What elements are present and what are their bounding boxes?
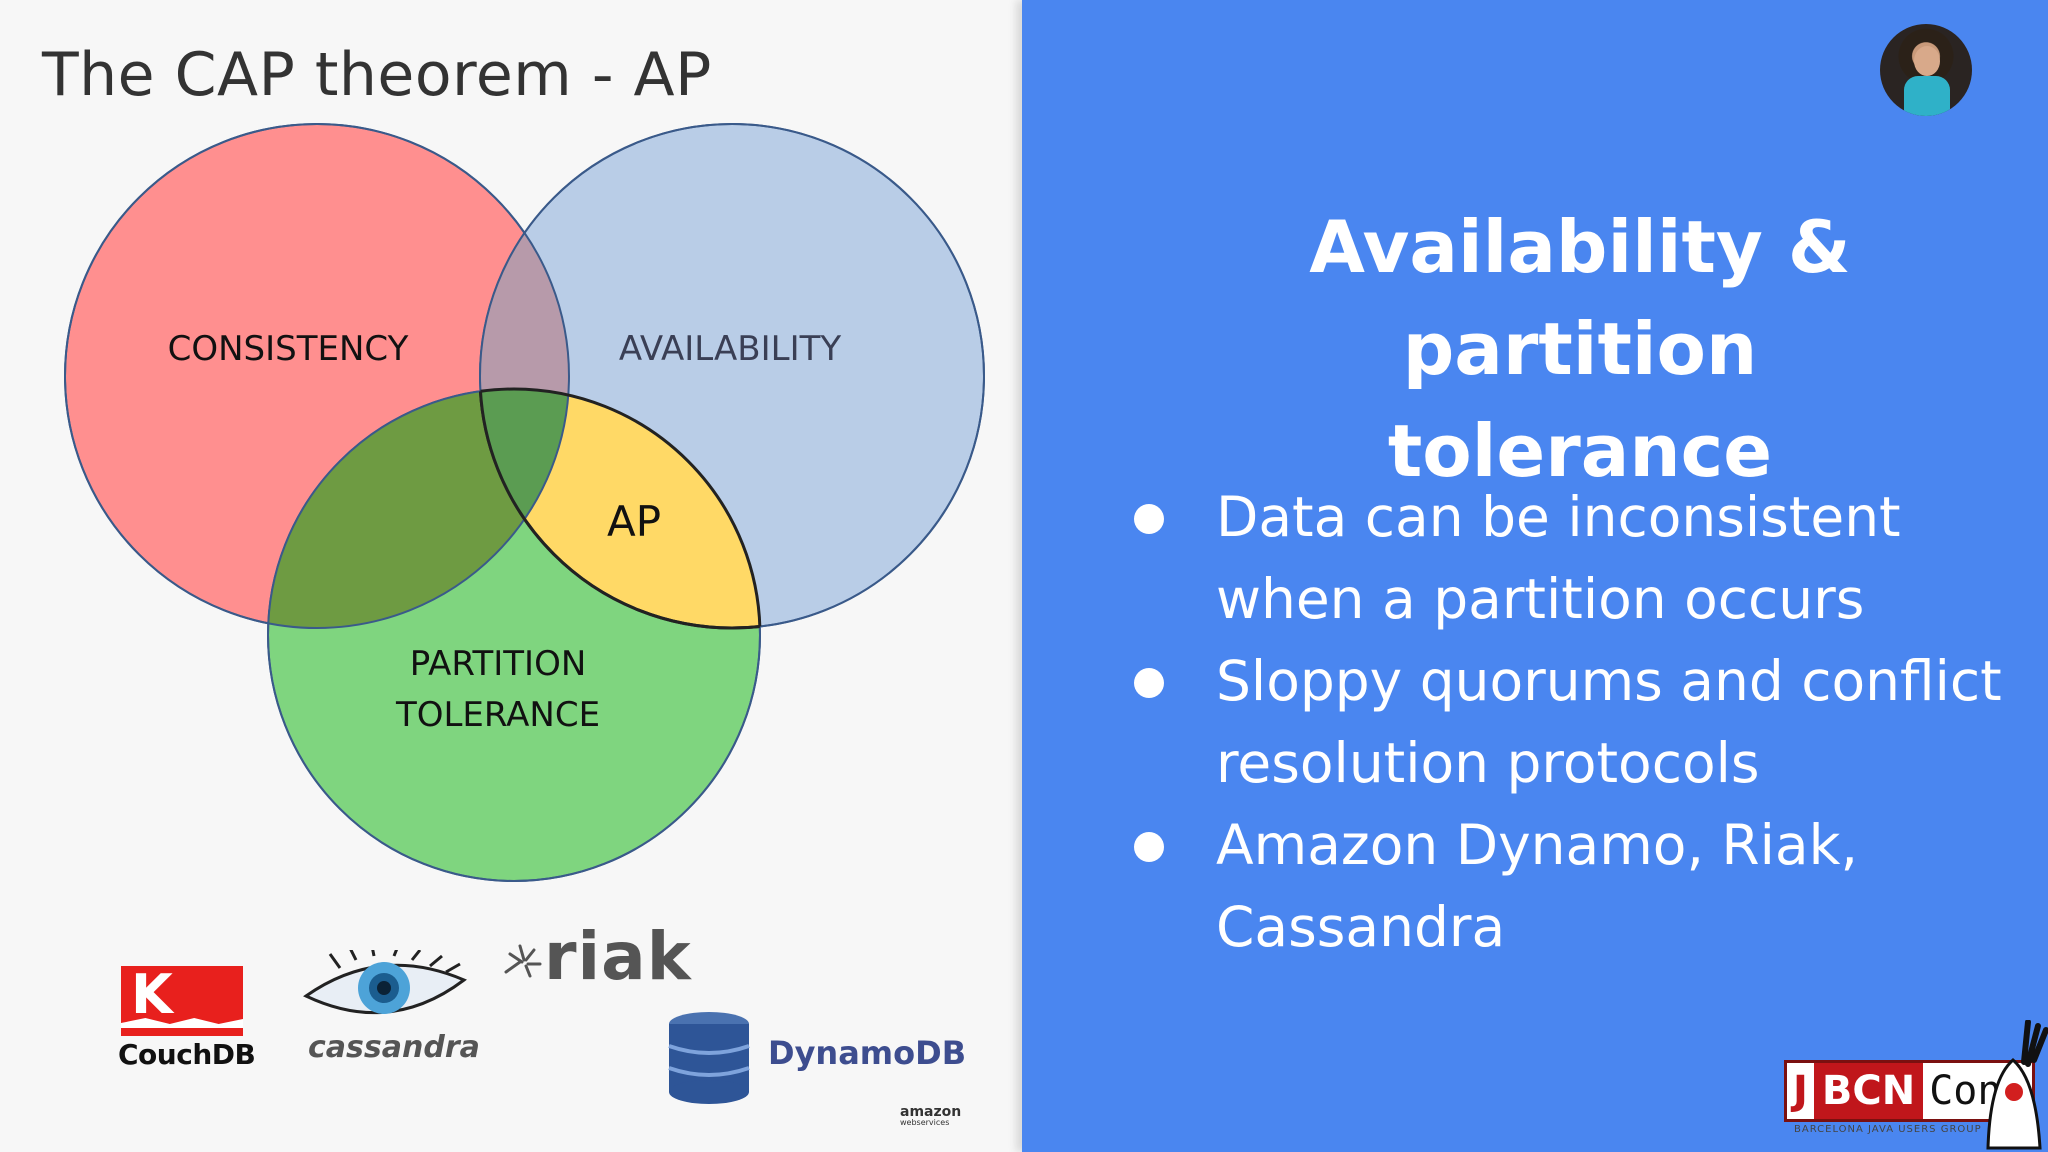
jbcnconf-wordmark: J BCN Conf: [1784, 1060, 2035, 1122]
bullet-text-line1: Amazon Dynamo, Riak,: [1216, 813, 1858, 877]
riak-spark-icon: [504, 944, 542, 978]
jbcn-bcn-label: BCN: [1813, 1063, 1924, 1119]
couchdb-label: CouchDB: [118, 1038, 256, 1071]
dynamodb-database-icon: [668, 1012, 750, 1104]
couchdb-mark-icon: K: [121, 966, 243, 1036]
bullet-item: Amazon Dynamo, Riak, Cassandra: [1122, 804, 2042, 968]
amazon-webservices-logo: amazon webservices: [900, 1104, 961, 1127]
partition-label-line1: PARTITION: [410, 644, 587, 684]
bullet-item: Data can be inconsistent when a partitio…: [1122, 476, 2042, 640]
availability-label: AVAILABILITY: [619, 329, 842, 369]
dynamodb-label: DynamoDB: [768, 1034, 967, 1072]
riak-label: riak: [544, 918, 692, 995]
panel-heading-line2: tolerance: [1387, 409, 1773, 493]
amazon-sub-label: webservices: [900, 1118, 950, 1127]
presenter-avatar: [1880, 24, 1972, 116]
jbcnconf-logo: J BCN Conf BARCELONA JAVA USERS GROUP: [1784, 1020, 2048, 1152]
riak-logo: riak: [500, 918, 691, 996]
ap-label: AP: [607, 497, 661, 546]
bullet-text-line2: Cassandra: [1216, 895, 1506, 959]
cap-venn-diagram: CONSISTENCY AVAILABILITY AP PARTITION TO…: [64, 123, 985, 882]
slide-right-pane: [1022, 0, 2048, 1152]
couchdb-logo: K CouchDB: [118, 964, 256, 1072]
amazon-label: amazon: [900, 1104, 962, 1120]
dynamodb-logo: DynamoDB: [664, 1010, 967, 1110]
slide-left-pane: The CAP theorem - AP CONSISTENCY: [0, 0, 1022, 1152]
bullet-dot-icon: [1134, 832, 1164, 862]
bullet-list: Data can be inconsistent when a partitio…: [1122, 476, 2042, 968]
cassandra-eye-icon: [303, 945, 467, 1015]
cassandra-label: cassandra: [308, 1030, 480, 1065]
cassandra-logo: cassandra: [300, 945, 480, 1070]
duke-mascot-icon: [1986, 1020, 2048, 1150]
bullet-dot-icon: [1134, 504, 1164, 534]
bullet-text-line1: Sloppy quorums and conflict: [1216, 649, 2002, 713]
jbcn-subtitle: BARCELONA JAVA USERS GROUP: [1794, 1124, 1982, 1135]
bullet-text-line2: resolution protocols: [1216, 731, 1760, 795]
bullet-text-line2: when a partition occurs: [1216, 567, 1865, 631]
bullet-dot-icon: [1134, 668, 1164, 698]
bullet-text-line1: Data can be inconsistent: [1216, 485, 1901, 549]
consistency-label: CONSISTENCY: [168, 329, 409, 369]
panel-heading-line1: Availability & partition: [1309, 205, 1851, 391]
slide-title: The CAP theorem - AP: [42, 40, 712, 110]
jbcn-j-label: J: [1787, 1063, 1814, 1119]
panel-heading: Availability & partition tolerance: [1120, 196, 2040, 502]
consistency-partition-overlap: [268, 389, 569, 628]
partition-label-line2: TOLERANCE: [395, 695, 600, 735]
bullet-item: Sloppy quorums and conflict resolution p…: [1122, 640, 2042, 804]
